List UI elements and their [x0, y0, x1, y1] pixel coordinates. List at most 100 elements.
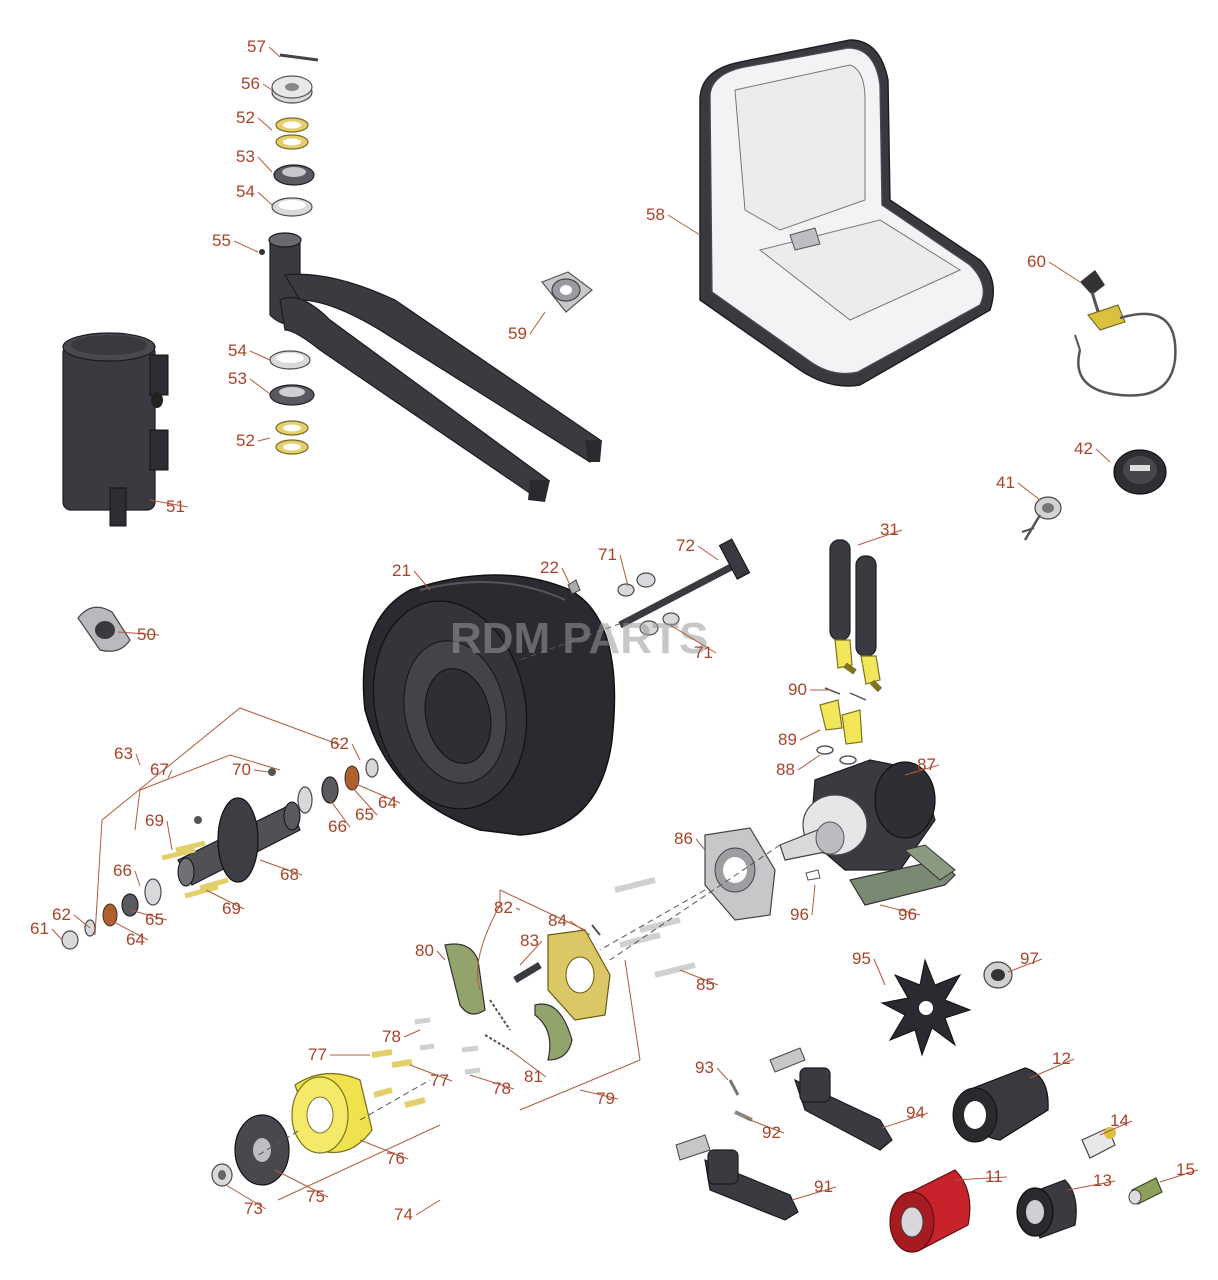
callout-leader-21	[413, 570, 431, 591]
callout-leader-62a	[351, 743, 361, 761]
air-filter-part	[952, 1067, 1049, 1143]
callout-leader-56	[262, 83, 273, 91]
callout-73: 73	[244, 1199, 263, 1218]
caster-fork-part	[268, 232, 602, 502]
small-flange-part	[77, 606, 131, 652]
hub-nut-part	[211, 1163, 233, 1187]
callout-71a: 71	[598, 545, 617, 564]
callout-93: 93	[695, 1058, 714, 1077]
drum-bolts-part	[371, 1017, 481, 1108]
exploded-view-guides	[249, 619, 781, 1161]
callout-leader-86	[695, 838, 706, 851]
callout-leader-77b	[409, 1064, 453, 1082]
seat-part	[699, 39, 994, 387]
callout-leader-12	[1029, 1058, 1075, 1079]
castle-nut-part	[271, 75, 313, 104]
callout-leader-97	[1007, 958, 1043, 973]
callout-41: 41	[996, 473, 1015, 492]
fuel-filter-part	[1081, 1127, 1116, 1159]
callout-leader-41	[1017, 482, 1041, 501]
callout-leader-64a	[355, 783, 401, 804]
callout-95: 95	[852, 949, 871, 968]
callout-leader-84	[569, 920, 591, 936]
callout-77a: 77	[308, 1045, 327, 1064]
brake-arm-part	[805, 844, 956, 906]
callout-leader-11	[954, 1176, 1008, 1181]
callout-leader-31	[857, 529, 903, 546]
brake-hardware-part	[484, 924, 601, 1051]
valve-stem-part	[567, 579, 581, 595]
brake-drum-part	[291, 1072, 373, 1154]
callout-leader-88	[797, 754, 821, 771]
callout-82: 82	[494, 898, 513, 917]
callout-leader-60	[1048, 261, 1081, 283]
callout-22: 22	[540, 558, 559, 577]
throttle-cable-part	[1074, 270, 1177, 397]
callout-leader-78b	[469, 1074, 515, 1090]
lug-nuts-part-top	[617, 572, 680, 636]
callout-21: 21	[392, 561, 411, 580]
callout-65b: 65	[145, 910, 164, 929]
callout-leader-91	[791, 1186, 837, 1201]
callout-leader-78a	[403, 1029, 421, 1038]
callout-leader-70	[253, 769, 269, 773]
callout-leader-80	[436, 950, 446, 961]
callout-58: 58	[646, 205, 665, 224]
bearing-washer-part-top	[275, 117, 309, 150]
grease-fitting-part	[259, 249, 265, 255]
callout-leader-74	[415, 1199, 441, 1216]
callout-66b: 66	[113, 861, 132, 880]
hub-studs-part	[161, 840, 229, 899]
callout-67: 67	[150, 760, 169, 779]
tire-part	[362, 574, 616, 836]
callout-leader-92	[744, 1117, 785, 1134]
callout-leader-55	[233, 240, 259, 253]
callout-92: 92	[762, 1123, 781, 1142]
mount-bolts-part	[614, 877, 696, 978]
callout-72: 72	[676, 536, 695, 555]
inline-filter-part	[1128, 1177, 1163, 1205]
callout-54b: 54	[228, 341, 247, 360]
callout-64a: 64	[378, 793, 397, 812]
muffler-part	[62, 332, 169, 527]
callout-55: 55	[212, 231, 231, 250]
red-roller-part	[889, 1169, 971, 1253]
callout-53a: 53	[236, 147, 255, 166]
callout-96a: 96	[790, 905, 809, 924]
callout-leader-71b	[669, 624, 717, 654]
black-roller-part	[1016, 1179, 1077, 1239]
callout-83: 83	[520, 931, 539, 950]
callout-56: 56	[241, 74, 260, 93]
callout-79: 79	[596, 1089, 615, 1108]
callout-leader-42	[1095, 448, 1111, 463]
callout-leader-66b	[134, 870, 141, 887]
callout-leader-15	[1159, 1169, 1199, 1183]
callout-15: 15	[1176, 1160, 1195, 1179]
motor-mount-part	[704, 827, 776, 921]
bearing-cup-part-top	[271, 197, 313, 217]
callout-94: 94	[906, 1103, 925, 1122]
callout-65a: 65	[355, 805, 374, 824]
callout-leader-63	[135, 753, 141, 766]
callout-11: 11	[985, 1167, 1003, 1186]
bearing-stack-part-lower	[269, 350, 315, 455]
callout-leader-94	[881, 1112, 929, 1129]
callout-50: 50	[137, 625, 156, 644]
callout-leader-59	[529, 311, 546, 335]
wheel-motor-part	[779, 759, 936, 871]
callout-62a: 62	[330, 734, 349, 753]
hour-meter-part	[1113, 449, 1167, 495]
callout-31: 31	[880, 520, 899, 539]
ignition-switch-part	[1021, 496, 1062, 541]
hydraulic-fittings-part	[816, 687, 867, 765]
callout-63: 63	[114, 744, 133, 763]
callout-14: 14	[1110, 1111, 1129, 1130]
callout-leader-65b	[129, 909, 168, 921]
hydraulic-cylinder-part-lower	[675, 1134, 799, 1221]
callout-leader-52b	[257, 437, 271, 442]
callout-54a: 54	[236, 182, 255, 201]
callout-leader-83	[519, 940, 543, 966]
callout-leader-73	[225, 1184, 267, 1210]
callout-70: 70	[232, 760, 251, 779]
callout-53b: 53	[228, 369, 247, 388]
